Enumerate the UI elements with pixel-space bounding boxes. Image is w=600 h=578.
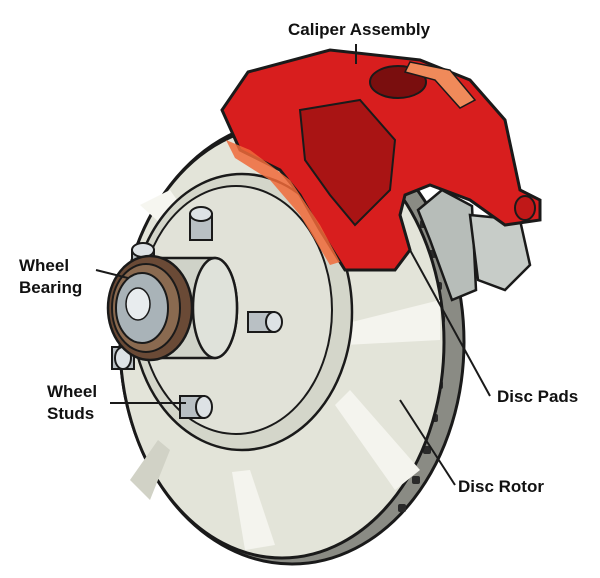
wheel-bearing-text-line2: Bearing [19, 278, 83, 297]
wheel-bearing-label: Wheel Bearing [19, 255, 82, 299]
caliper-assembly-label: Caliper Assembly [288, 19, 430, 41]
disc-pads-label: Disc Pads [497, 386, 578, 408]
wheel-bearing [106, 254, 194, 362]
wheel-stud [179, 395, 213, 419]
disc-pads-text: Disc Pads [497, 387, 579, 406]
leader-pads [409, 249, 491, 397]
wheel-stud [247, 311, 283, 333]
caliper-assembly [220, 48, 542, 272]
wheel-stud [189, 206, 213, 241]
wheel-studs-label: Wheel Studs [47, 381, 97, 425]
wheel-studs-text-line2: Studs [47, 404, 95, 423]
wheel-bearing-text-line1: Wheel [19, 256, 70, 275]
disc-rotor-text: Disc Rotor [458, 477, 544, 496]
leader-rotor [399, 399, 456, 486]
leader-bearing [95, 269, 129, 279]
disc-rotor-label: Disc Rotor [458, 476, 544, 498]
caliper-assembly-text: Caliper Assembly [288, 20, 431, 39]
wheel-studs-text-line1: Wheel [47, 382, 98, 401]
leader-lines [95, 44, 491, 486]
